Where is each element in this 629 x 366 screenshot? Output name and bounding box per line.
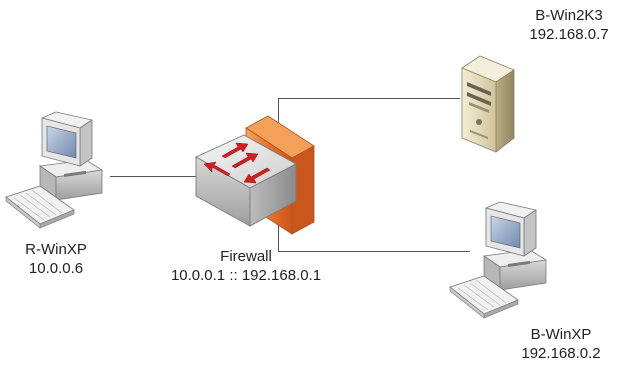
firewall-label: Firewall 10.0.0.1 :: 192.168.0.1 — [156, 247, 336, 285]
firewall-ip: 10.0.0.1 :: 192.168.0.1 — [170, 267, 322, 284]
b-win2k3-label: B-Win2K3 192.168.0.7 — [516, 6, 622, 44]
server-icon — [461, 55, 515, 153]
switch-arrows-icon — [203, 142, 271, 184]
b-win2k3-name: B-Win2K3 — [535, 7, 603, 24]
firewall-icon — [195, 115, 315, 235]
r-winxp-label: R-WinXP 10.0.0.6 — [8, 240, 104, 278]
link-firewall-bwin2k3 — [278, 98, 460, 140]
b-winxp-ip: 192.168.0.2 — [521, 345, 601, 362]
b-winxp-name: B-WinXP — [530, 326, 592, 343]
r-winxp-ip: 10.0.0.6 — [28, 260, 84, 277]
workstation-icon — [449, 201, 548, 319]
b-winxp-label: B-WinXP 192.168.0.2 — [506, 325, 616, 363]
workstation-icon — [5, 111, 104, 229]
b-win2k3-ip: 192.168.0.7 — [529, 26, 609, 43]
link-firewall-bwinxp — [278, 225, 470, 252]
r-winxp-name: R-WinXP — [25, 241, 87, 258]
firewall-name: Firewall — [220, 248, 272, 265]
